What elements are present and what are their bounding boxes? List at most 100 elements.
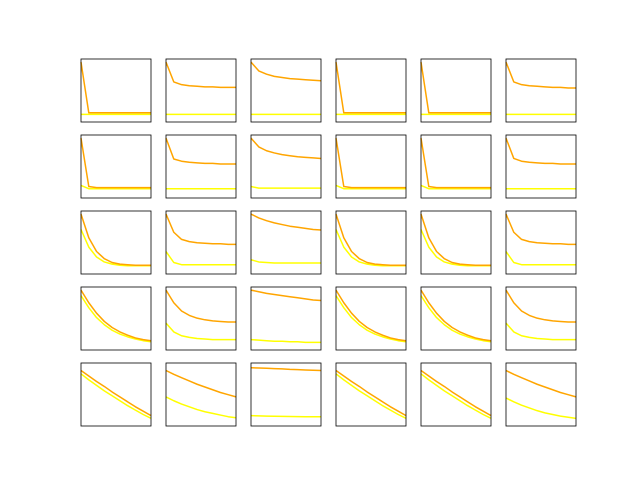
axes-frame [505,286,577,351]
axes-frame [335,134,407,199]
subplot-r2-c2 [165,134,237,199]
subplot-r1-c2 [165,58,237,123]
axes-frame [165,58,237,123]
subplot-r4-c1 [80,286,152,351]
series-line-yellow [80,295,152,343]
series-line-yellow [335,295,407,343]
subplot-r1-c3 [250,58,322,123]
series-line-orange [165,369,237,398]
subplot-r5-c4 [335,362,407,427]
axes-frame [505,210,577,275]
axes-frame [250,210,322,275]
subplot-r3-c3 [250,210,322,275]
subplot-r3-c6 [505,210,577,275]
series-line-orange [335,137,406,189]
axes-frame [420,58,492,123]
series-line-yellow [505,397,577,420]
subplot-r5-c3 [250,362,322,427]
series-line-yellow [80,229,151,267]
axes-frame [165,362,237,427]
series-line-orange [250,367,322,372]
subplot-r3-c5 [420,210,492,275]
subplot-r4-c5 [420,286,492,351]
series-line-yellow [505,322,576,341]
subplot-r4-c6 [505,286,577,351]
axes-frame [250,286,322,351]
axes-frame [80,210,152,275]
series-line-yellow [335,184,406,190]
subplot-r4-c3 [250,286,322,351]
axes-frame [165,210,237,275]
axes-frame [420,134,492,199]
series-line-orange [165,289,236,323]
axes-frame [165,134,237,199]
series-line-yellow [420,229,491,267]
axes-frame [420,362,492,427]
series-line-orange [420,369,492,417]
series-line-yellow [420,184,491,190]
series-line-orange [420,61,491,114]
axes-frame [80,58,152,123]
series-line-yellow [165,396,237,419]
subplot-r5-c5 [420,362,492,427]
subplot-r4-c4 [335,286,407,351]
subplot-r5-c6 [505,362,577,427]
series-line-yellow [250,338,321,344]
series-line-orange [505,213,576,246]
subplot-r3-c4 [335,210,407,275]
series-line-yellow [250,259,321,264]
series-line-yellow [335,373,407,420]
axes-frame [250,362,322,427]
series-line-yellow [80,184,151,190]
series-line-orange [80,213,151,266]
subplot-r1-c6 [505,58,577,123]
subplot-r2-c4 [335,134,407,199]
subplot-r3-c1 [80,210,152,275]
axes-frame [335,58,407,123]
series-line-orange [165,213,236,246]
series-line-yellow [250,414,321,418]
series-line-orange [505,369,577,398]
series-line-orange [80,369,152,417]
series-line-orange [505,61,576,89]
axes-frame [80,362,152,427]
series-line-yellow [505,251,576,266]
subplot-r1-c1 [80,58,152,123]
subplot-r5-c2 [165,362,237,427]
axes-frame [335,286,407,351]
series-line-yellow [335,229,406,267]
series-line-orange [80,289,152,342]
axes-frame [420,286,492,351]
series-line-orange [250,213,322,231]
series-line-orange [420,289,492,342]
series-line-orange [165,61,236,89]
subplot-r3-c2 [165,210,237,275]
series-line-orange [165,137,236,165]
subplot-r2-c6 [505,134,577,199]
subplot-r5-c1 [80,362,152,427]
axes-frame [505,362,577,427]
subplot-r2-c5 [420,134,492,199]
axes-frame [165,286,237,351]
series-line-yellow [80,373,152,420]
axes-frame [335,210,407,275]
axes-frame [80,134,152,199]
series-line-orange [335,61,406,114]
series-line-yellow [250,185,321,189]
axes-frame [335,362,407,427]
series-line-orange [505,289,576,323]
axes-frame [505,58,577,123]
series-line-orange [250,137,322,160]
series-line-orange [505,137,576,165]
series-line-yellow [165,322,236,341]
axes-frame [420,210,492,275]
axes-frame [80,286,152,351]
axes-frame [250,134,322,199]
series-line-orange [420,213,491,266]
series-line-orange [335,369,407,417]
series-line-orange [80,137,151,189]
series-line-orange [80,61,151,114]
series-line-yellow [420,295,492,343]
